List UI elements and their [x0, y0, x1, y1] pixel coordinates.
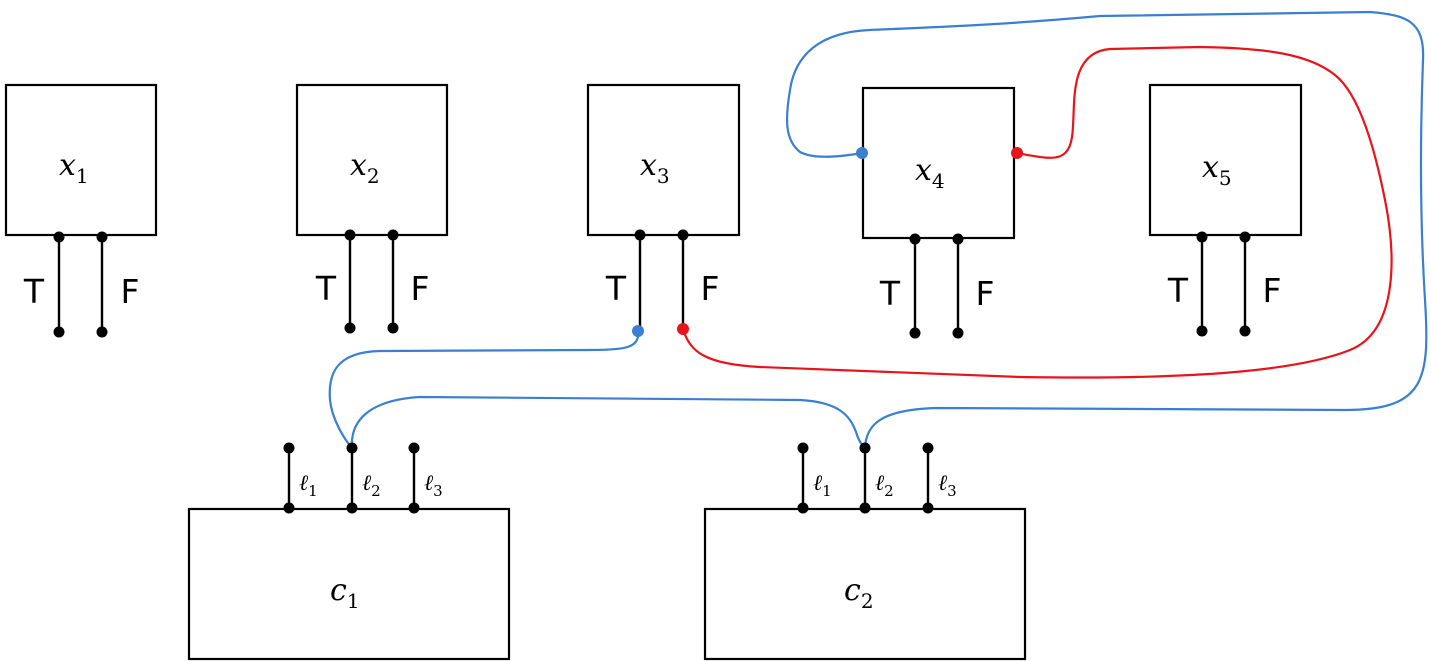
terminal-dot: [346, 442, 358, 454]
variable-box-x1: [4, 83, 158, 237]
terminal-dot: [634, 229, 646, 241]
clause-gadget-c2: c2 ℓ1 ℓ2 ℓ3: [703, 442, 1027, 661]
endpoint-x3-true-blue: [632, 325, 644, 337]
true-label-x4: T: [879, 274, 901, 313]
terminal-dot: [344, 322, 356, 334]
terminal-dot: [952, 327, 964, 339]
terminal-dot: [859, 502, 871, 514]
literal-label-c2-3: ℓ3: [938, 471, 957, 500]
variable-label-x4: x4: [915, 153, 945, 193]
variable-gadget-x4: x4T F: [861, 86, 1016, 339]
literal-label-c2-1: ℓ1: [813, 471, 832, 500]
terminal-dot: [96, 231, 108, 243]
literal-label-c1-3: ℓ3: [424, 471, 443, 500]
endpoint-x4-left-blue: [856, 147, 868, 159]
terminal-dot: [387, 322, 399, 334]
terminal-dot: [53, 231, 65, 243]
terminal-dot: [387, 229, 399, 241]
clause-box-c2: [703, 507, 1027, 661]
wire-x3-false-to-x4-right: [681, 45, 1393, 379]
variable-box-x3: [586, 83, 741, 237]
terminal-dot: [1196, 325, 1208, 337]
terminal-dot: [408, 442, 420, 454]
variable-label-x3: x3: [640, 148, 670, 188]
variable-gadget-x1: x1T F: [4, 83, 158, 338]
false-label-x3: F: [701, 269, 720, 308]
terminal-dot: [1196, 231, 1208, 243]
endpoint-x4-right-red: [1011, 147, 1023, 159]
variable-gadget-x2: x2T F: [295, 83, 449, 334]
false-label-x4: F: [976, 274, 995, 313]
true-label-x5: T: [1167, 271, 1189, 310]
clause-box-c1: [187, 507, 511, 661]
terminal-dot: [53, 326, 65, 338]
terminal-dot: [952, 233, 964, 245]
wire-c1-l2-to-c2-l2: [350, 395, 866, 449]
wire-c2-l2-to-x4-left: [785, 10, 1428, 449]
terminal-dot: [1239, 231, 1251, 243]
terminal-dot: [283, 502, 295, 514]
terminal-dot: [922, 502, 934, 514]
variable-gadget-x5: x5T F: [1148, 83, 1303, 337]
variable-label-x1: x1: [59, 148, 89, 188]
literal-label-c2-2: ℓ2: [875, 471, 894, 500]
terminal-dot: [283, 442, 295, 454]
false-label-x2: F: [411, 269, 430, 308]
variable-label-x2: x2: [350, 148, 380, 188]
terminal-dot: [909, 233, 921, 245]
terminal-dot: [344, 229, 356, 241]
clause-label-c2: c2: [844, 573, 874, 613]
false-label-x1: F: [121, 272, 140, 311]
true-label-x1: T: [23, 272, 45, 311]
variable-box-x2: [295, 83, 449, 237]
variable-box-x5: [1148, 83, 1303, 237]
terminal-dot: [346, 502, 358, 514]
literal-label-c1-2: ℓ2: [362, 471, 381, 500]
terminal-dot: [797, 502, 809, 514]
terminal-dot: [922, 442, 934, 454]
literal-label-c1-1: ℓ1: [299, 471, 318, 500]
terminal-dot: [96, 326, 108, 338]
terminal-dot: [909, 327, 921, 339]
true-label-x3: T: [605, 269, 627, 308]
true-label-x2: T: [315, 269, 337, 308]
terminal-dot: [859, 442, 871, 454]
terminal-dot: [677, 229, 689, 241]
clause-label-c1: c1: [330, 573, 360, 613]
clause-gadget-c1: c1 ℓ1 ℓ2 ℓ3: [187, 442, 511, 661]
variable-gadget-x3: x3T F: [586, 83, 741, 329]
terminal-dot: [1239, 325, 1251, 337]
variable-box-x4: [861, 86, 1016, 240]
false-label-x5: F: [1263, 271, 1282, 310]
wire-x3-true-to-c1-l2: [328, 330, 640, 449]
terminal-dot: [408, 502, 420, 514]
terminal-dot: [797, 442, 809, 454]
endpoint-x3-false-red: [677, 323, 689, 335]
variable-label-x5: x5: [1202, 150, 1232, 190]
